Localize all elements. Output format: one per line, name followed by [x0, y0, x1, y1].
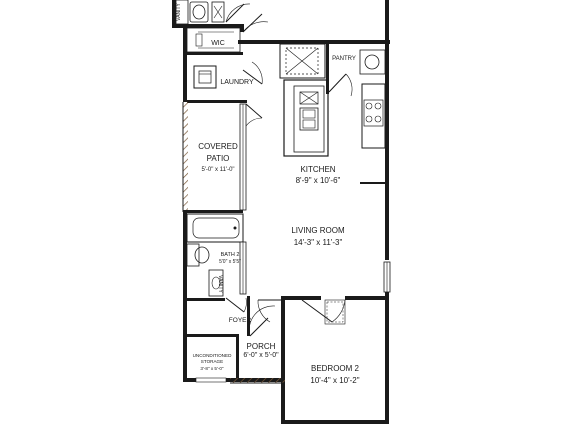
storage-name-2: STORAGE: [201, 359, 223, 364]
wic-room: [186, 13, 269, 55]
covered-patio-name-1: COVERED: [198, 142, 238, 151]
upper-bath: [172, 0, 251, 28]
bedroom2-name: BEDROOM 2: [311, 364, 360, 373]
living-room-name: LIVING ROOM: [291, 226, 345, 235]
bath2-dims: 5'0" x 5'5": [219, 259, 241, 265]
storage-name-1: UNCONDITIONED: [193, 353, 232, 358]
laundry-room: [187, 61, 263, 103]
covered-patio-name-2: PATIO: [207, 154, 230, 163]
porch-dims: 6'-0" x 5'-0": [243, 352, 279, 359]
vanity-bath2-label: VANITY: [217, 275, 223, 293]
storage-dims: 3'-8" x 5'-0": [200, 366, 224, 371]
foyer-label: FOYER: [229, 317, 252, 324]
right-window: [383, 261, 391, 293]
living-room-dims: 14'-3" x 11'-3": [294, 238, 343, 247]
pantry-label: PANTRY: [332, 56, 356, 62]
bath2-room: [186, 213, 247, 313]
bath2-name: BATH 2: [221, 252, 240, 258]
bedroom2-dims: 10'-4" x 10'-2": [310, 376, 359, 385]
wic-label: WIC: [211, 40, 225, 47]
vanity-top-label: VANITY: [176, 2, 182, 20]
kitchen-name: KITCHEN: [300, 165, 335, 174]
bedroom2-room: [324, 299, 346, 325]
porch-name: PORCH: [247, 342, 276, 351]
covered-patio: [182, 102, 263, 213]
laundry-label: LAUNDRY: [220, 79, 254, 86]
pantry-area: [279, 43, 386, 97]
kitchen-dims: 8'-9" x 10'-6": [296, 176, 341, 185]
porch-area: [187, 334, 285, 384]
foyer-area: [247, 296, 346, 337]
covered-patio-dims: 5'-0" x 11'-0": [201, 167, 234, 173]
kitchen-counters: [283, 79, 386, 184]
